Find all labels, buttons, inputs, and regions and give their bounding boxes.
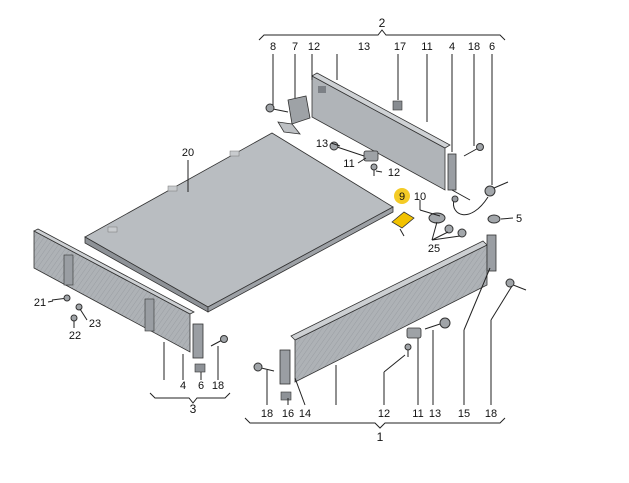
- rear-side-panel: [311, 72, 457, 191]
- label-23: 23: [89, 318, 101, 330]
- screw-12-bottom: [404, 343, 412, 357]
- clip-17: [392, 100, 403, 111]
- label-10: 10: [414, 191, 426, 203]
- label-25: 25: [428, 243, 440, 255]
- clip-16-bottom: [280, 391, 292, 401]
- label-12-mid: 12: [388, 167, 400, 179]
- floor-panel: [84, 132, 394, 313]
- clip-5: [487, 214, 501, 224]
- label-top-13: 13: [358, 41, 370, 53]
- group-label-2: 2: [379, 16, 386, 30]
- front-side-panel: [279, 234, 497, 385]
- label-top-12: 12: [308, 41, 320, 53]
- group-label-1: 1: [377, 430, 384, 444]
- label-top-4: 4: [449, 41, 455, 53]
- label-bottom-13: 13: [429, 408, 441, 420]
- nut-11-mid: [363, 150, 379, 162]
- highlight-ring-9: [394, 188, 410, 204]
- label-6-left: 6: [198, 380, 204, 392]
- bolt-18-bottom: [253, 362, 275, 372]
- label-bottom-18b: 18: [485, 408, 497, 420]
- bolt-18-top: [463, 143, 484, 157]
- label-18-left: 18: [212, 380, 224, 392]
- label-11-mid: 11: [343, 158, 354, 170]
- group-bracket-1: [244, 417, 506, 429]
- label-top-17: 17: [394, 41, 406, 53]
- label-4-left: 4: [180, 380, 186, 392]
- label-5: 5: [516, 213, 522, 225]
- label-20: 20: [182, 147, 194, 159]
- washer-23: [75, 303, 83, 311]
- screw-12-mid: [370, 163, 378, 176]
- bolt-13-bottom: [424, 317, 451, 330]
- left-side-panel: [33, 228, 204, 359]
- bolt-18-left: [210, 335, 228, 347]
- label-bottom-15: 15: [458, 408, 470, 420]
- cable-6: [451, 181, 509, 216]
- latch-9-highlighted: [391, 211, 415, 237]
- label-top-7: 7: [292, 41, 298, 53]
- group-bracket-3: [149, 392, 231, 404]
- label-22: 22: [69, 330, 81, 342]
- label-top-8: 8: [270, 41, 276, 53]
- latch-parts-25: [428, 212, 467, 238]
- label-bottom-12: 12: [378, 408, 390, 420]
- group-bracket-2: [258, 29, 506, 41]
- label-13-mid: 13: [316, 138, 328, 150]
- clip-6-left: [194, 363, 206, 373]
- bolt-18-right: [505, 278, 527, 291]
- bolt-21: [51, 294, 71, 302]
- label-top-18: 18: [468, 41, 480, 53]
- label-9: 9: [399, 191, 405, 203]
- label-bottom-14: 14: [299, 408, 311, 420]
- nut-22: [70, 314, 78, 322]
- label-21: 21: [34, 297, 46, 309]
- hinge-bracket: [277, 95, 311, 135]
- bolt-13-mid: [329, 141, 365, 157]
- label-top-6: 6: [489, 41, 495, 53]
- leader-lines: [47, 54, 514, 406]
- nut-11-bottom: [406, 327, 422, 339]
- label-bottom-16: 16: [282, 408, 294, 420]
- label-bottom-18a: 18: [261, 408, 273, 420]
- bolt-8: [265, 103, 289, 113]
- label-bottom-11: 11: [412, 408, 423, 420]
- label-top-11: 11: [421, 41, 432, 53]
- group-label-3: 3: [190, 402, 197, 416]
